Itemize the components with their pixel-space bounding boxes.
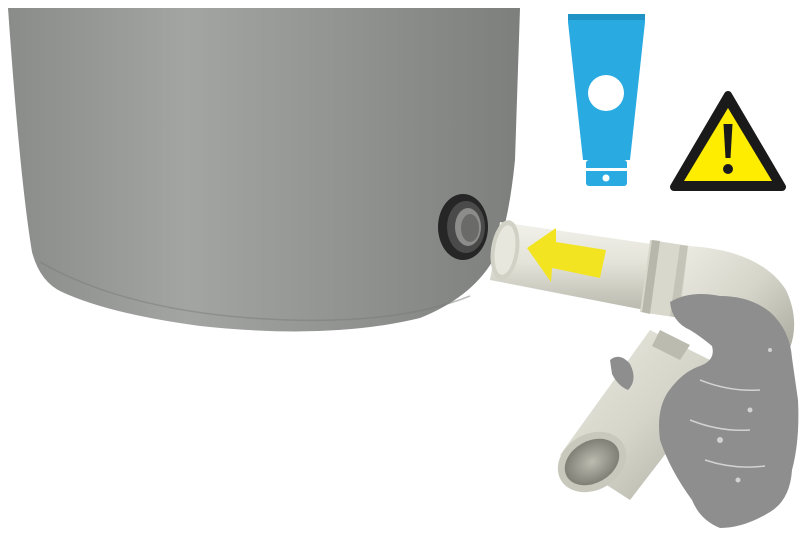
tank-outlet-grommet [438, 194, 488, 260]
lubricant-tube-icon [568, 14, 645, 186]
tank [8, 8, 520, 331]
warning-icon [674, 95, 782, 187]
